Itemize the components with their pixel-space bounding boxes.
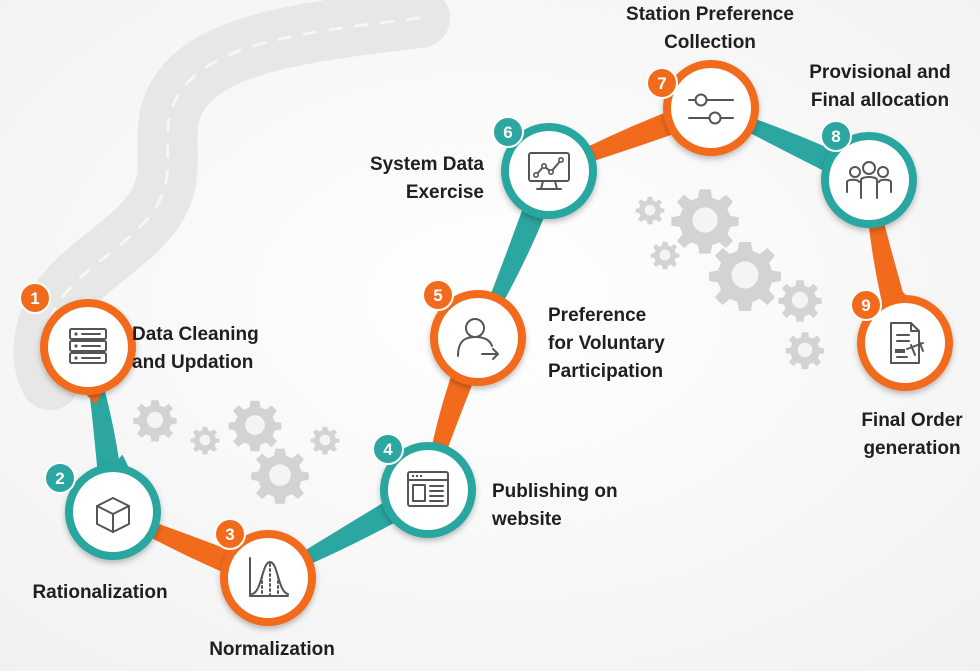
step-disc: [865, 303, 945, 383]
step-label-line: Participation: [548, 361, 663, 382]
gears-right: [635, 189, 825, 370]
sliders-icon: [688, 93, 734, 125]
step-disc: [829, 140, 909, 220]
step-disc: [228, 538, 308, 618]
step-number: 1: [30, 289, 39, 308]
step-label-line: Normalization: [209, 639, 335, 660]
step-number: 3: [225, 525, 234, 544]
step-number: 9: [861, 296, 870, 315]
step-label-line: generation: [863, 438, 960, 459]
step-badge: [44, 462, 76, 494]
step-badge: [422, 279, 454, 311]
group-icon: [846, 161, 892, 199]
step-badge: [372, 433, 404, 465]
step-label-line: Collection: [664, 32, 756, 53]
step-label-line: website: [491, 509, 562, 530]
box-icon: [96, 497, 130, 533]
step-label: Rationalization: [32, 582, 167, 603]
server-icon: [69, 328, 107, 364]
step-label-line: and Updation: [132, 352, 253, 373]
step-number: 6: [503, 123, 512, 142]
step-badge: [214, 518, 246, 550]
road-background: [13, 0, 450, 410]
step-number: 2: [55, 469, 64, 488]
step-number: 8: [831, 127, 840, 146]
step-label-line: Final allocation: [811, 90, 949, 111]
document-gavel-icon: [890, 322, 924, 364]
step-label-line: Rationalization: [32, 582, 167, 603]
step-badge: [646, 67, 678, 99]
step-disc: [671, 68, 751, 148]
step-label-line: Preference: [548, 305, 646, 326]
bell-curve-icon: [249, 557, 289, 597]
step-label-line: Exercise: [406, 182, 484, 203]
step-disc: [388, 450, 468, 530]
step-number: 5: [433, 286, 442, 305]
step-label: Final Order generation: [861, 410, 963, 459]
step-badge: [820, 120, 852, 152]
monitor-chart-icon: [528, 152, 570, 190]
step-number: 4: [383, 440, 393, 459]
user-arrow-icon: [457, 318, 499, 360]
step-label-line: Data Cleaning: [132, 324, 259, 345]
gears-left: [133, 400, 340, 504]
step-label-line: Publishing on: [492, 481, 618, 502]
step-badge: [19, 282, 51, 314]
step-label: Normalization: [209, 639, 335, 660]
step-label-line: System Data: [370, 154, 484, 175]
step-label-line: for Voluntary: [548, 333, 665, 354]
step-label: Data Cleaning and Updation: [132, 324, 259, 373]
step-label-line: Provisional and: [809, 62, 950, 83]
step-label: Publishing on website: [491, 481, 618, 530]
step-disc: [73, 472, 153, 552]
step-badge: [492, 116, 524, 148]
step-label-line: Final Order: [861, 410, 963, 431]
step-label-line: Station Preference: [626, 4, 794, 25]
step-number: 7: [657, 74, 666, 93]
step-badge: [850, 289, 882, 321]
webpage-icon: [407, 471, 449, 507]
